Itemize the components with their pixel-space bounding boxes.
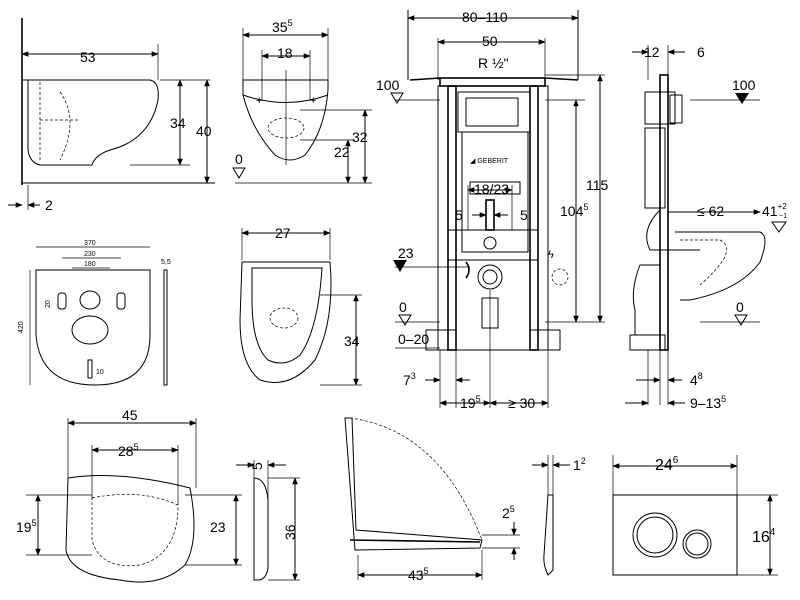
dim-32: 32	[352, 129, 368, 145]
frame-front-view: 80–110 50 R ½" ◢ GEBERIT 100 23	[376, 9, 609, 411]
dim-7: 73	[403, 371, 416, 388]
dim-34-seat: 34	[344, 333, 360, 349]
dim-1-plate: 12	[573, 456, 586, 473]
svg-text:+: +	[310, 95, 316, 107]
level-100-right: 100	[732, 77, 756, 93]
dim-420: 420	[18, 321, 25, 333]
bowl-front-view: + + 355 18 32 22 0	[232, 18, 372, 184]
level-0-bowl: 0	[235, 151, 243, 167]
dim-50: 50	[482, 33, 498, 49]
level-0-frame: 0	[399, 299, 407, 315]
power-icon: ϟ	[548, 249, 554, 261]
dim-104: 1045	[560, 202, 588, 219]
flush-plate-side-view: 12	[532, 455, 586, 576]
level-100-left: 100	[376, 77, 400, 93]
bowl-side-view: 53 34 40 2	[8, 18, 215, 213]
dim-le62: ≤ 62	[697, 203, 724, 219]
dim-35: 355	[272, 18, 293, 35]
dim-ge30: ≥ 30	[508, 395, 535, 411]
dim-19-seat: 195	[16, 518, 37, 535]
flush-plate-front-view: 246 164	[612, 455, 778, 576]
dim-80-110: 80–110	[462, 9, 508, 25]
dim-6: 6	[697, 44, 705, 60]
seat-side-view: 5 36	[236, 460, 300, 581]
thread-r-half: R ½"	[478, 55, 509, 71]
range-0-20: 0–20	[398, 331, 429, 347]
dim-5-left: 5	[455, 207, 463, 223]
seat-top-view: 27 34	[239, 225, 362, 386]
dim-16: 164	[752, 527, 776, 546]
dim-20: 20	[45, 300, 52, 308]
dim-41-tol: −1	[779, 213, 787, 220]
dim-12: 12	[644, 44, 660, 60]
dim-34-bowl: 34	[170, 115, 186, 131]
dim-24: 246	[655, 455, 679, 474]
sound-insulation-pad: 370 230 180 420 20 10 5,5	[18, 240, 171, 386]
dim-18: 18	[277, 45, 293, 61]
svg-text:◢ GEBERIT: ◢ GEBERIT	[470, 158, 509, 165]
dim-10: 10	[96, 369, 104, 376]
dim-2-lid: 25	[502, 504, 515, 521]
dim-27: 27	[275, 225, 291, 241]
dim-370: 370	[84, 240, 96, 247]
dim-5-right: 5	[520, 207, 528, 223]
dim-5-5: 5,5	[161, 259, 171, 266]
dim-28: 285	[118, 442, 139, 459]
level-23: 23	[398, 245, 414, 261]
dim-180: 180	[84, 261, 96, 268]
dim-5-seat: 5	[249, 462, 265, 470]
svg-text:+: +	[256, 95, 262, 107]
seat-lid-open-view: 25 435	[344, 417, 520, 583]
seat-large-view: 45 285 195 23	[16, 407, 242, 583]
dim-23-seat: 23	[210, 519, 226, 535]
dim-230: 230	[84, 251, 96, 258]
dim-2: 2	[45, 197, 53, 213]
dim-40: 40	[196, 123, 212, 139]
dim-22: 22	[334, 144, 350, 160]
dim-19: 195	[460, 394, 481, 411]
dim-43: 435	[408, 566, 429, 583]
dim-53: 53	[80, 49, 96, 65]
level-0-side: 0	[736, 299, 744, 315]
dim-41: 41+2	[762, 202, 787, 219]
dim-18-23: 18/23	[474, 181, 509, 197]
dim-36: 36	[282, 524, 298, 540]
dim-4: 48	[690, 371, 703, 388]
dim-9-13: 9–135	[690, 394, 726, 411]
frame-side-view: 12 6 100 ≤ 62 41+2 −1 0 48 9–135	[625, 44, 787, 411]
dim-115: 115	[586, 177, 609, 193]
dim-45: 45	[122, 407, 138, 423]
